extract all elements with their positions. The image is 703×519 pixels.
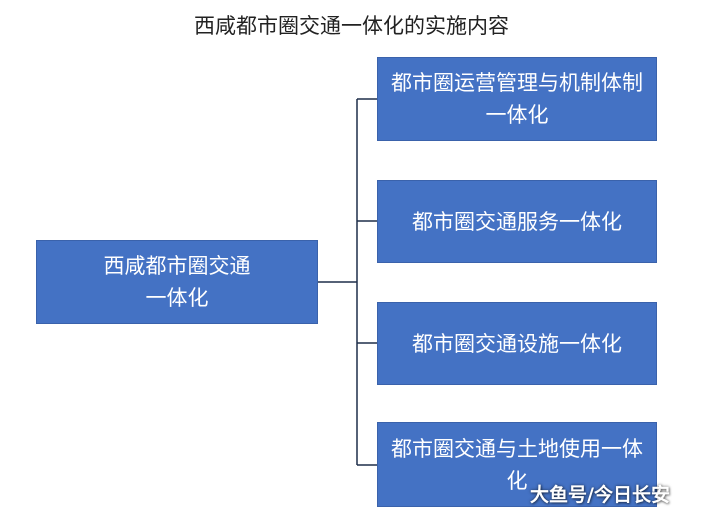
diagram-title: 西咸都市圈交通一体化的实施内容: [194, 14, 509, 38]
watermark: 大鱼号/今日长安: [530, 484, 670, 506]
root-node-label: 西咸都市圈交通一体化: [103, 254, 251, 310]
child-node-label: 都市圈交通服务一体化: [412, 209, 622, 234]
child-node-label: 都市圈交通与土地使用一体化: [391, 436, 643, 493]
child-node-land-use: 都市圈交通与土地使用一体化: [377, 422, 657, 507]
child-node-label: 都市圈交通设施一体化: [412, 331, 622, 356]
root-node: 西咸都市圈交通一体化: [36, 240, 318, 324]
child-node-services: 都市圈交通服务一体化: [377, 180, 657, 263]
child-node-operations: 都市圈运营管理与机制体制一体化: [377, 57, 657, 141]
child-node-facilities: 都市圈交通设施一体化: [377, 302, 657, 385]
child-node-label: 都市圈运营管理与机制体制一体化: [391, 71, 643, 127]
